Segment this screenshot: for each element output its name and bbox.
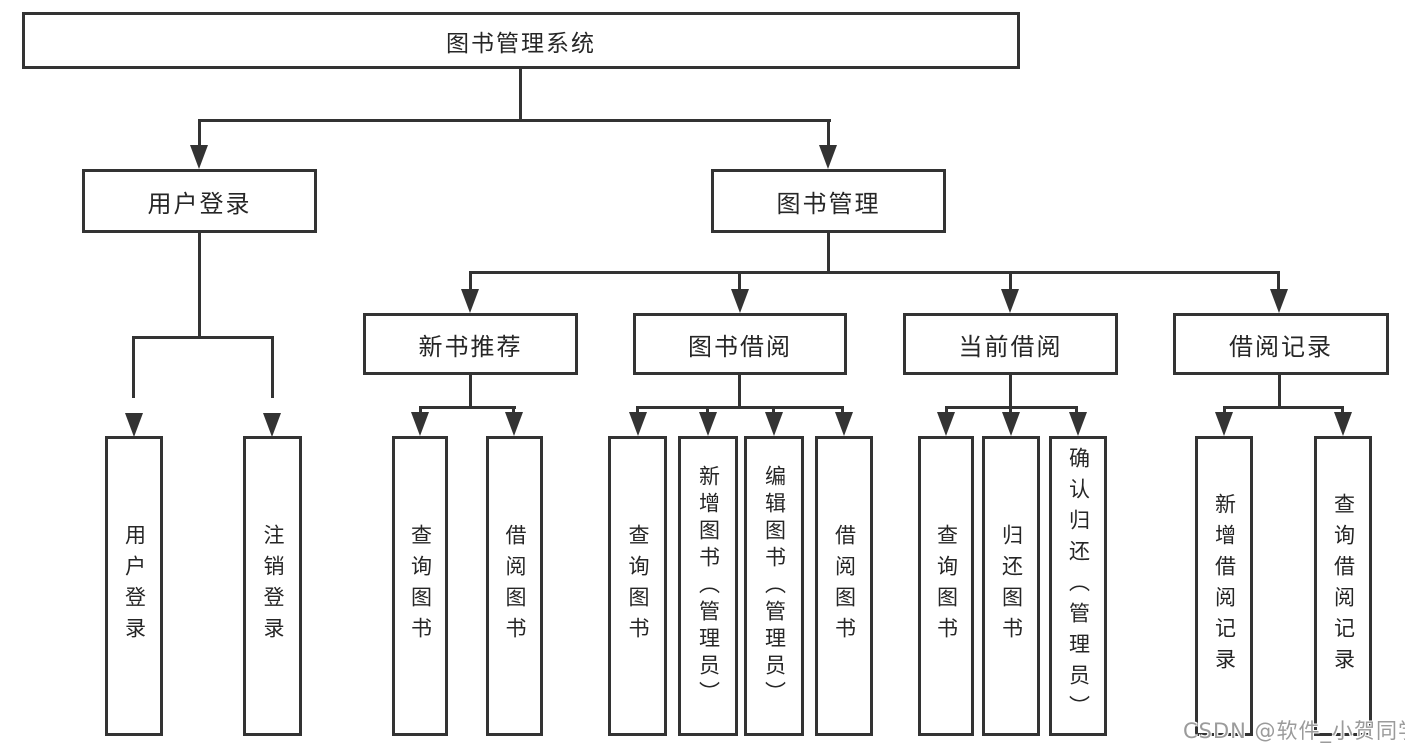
leaf-recommend-query-books: 查询图书 bbox=[392, 436, 448, 736]
arrow-down-icon bbox=[263, 413, 281, 437]
leaf-user-login: 用户登录 bbox=[105, 436, 163, 736]
connector-line bbox=[738, 271, 741, 291]
arrow-down-icon bbox=[1270, 289, 1288, 313]
arrow-down-icon bbox=[505, 412, 523, 436]
node-book-borrowing: 图书借阅 bbox=[633, 313, 847, 375]
csdn-watermark: CSDN @软件_小贺同学 bbox=[1183, 719, 1405, 743]
arrow-down-icon bbox=[190, 145, 208, 169]
arrow-down-icon bbox=[1215, 412, 1233, 436]
connector-line bbox=[519, 69, 522, 119]
arrow-down-icon bbox=[125, 413, 143, 437]
leaf-logout: 注销登录 bbox=[243, 436, 302, 736]
arrow-down-icon bbox=[1002, 412, 1020, 436]
leaf-current-query-books: 查询图书 bbox=[918, 436, 974, 736]
arrow-down-icon bbox=[937, 412, 955, 436]
arrow-down-icon bbox=[731, 289, 749, 313]
arrow-down-icon bbox=[1334, 412, 1352, 436]
arrow-down-icon bbox=[461, 289, 479, 313]
arrow-down-icon bbox=[835, 412, 853, 436]
connector-line bbox=[198, 119, 831, 122]
arrow-down-icon bbox=[1001, 289, 1019, 313]
leaf-add-borrow-record: 新增借阅记录 bbox=[1195, 436, 1253, 736]
node-current-borrowing: 当前借阅 bbox=[903, 313, 1118, 375]
connector-line bbox=[469, 271, 472, 291]
connector-line bbox=[469, 271, 1280, 274]
leaf-borrowing-query-books: 查询图书 bbox=[608, 436, 667, 736]
leaf-borrowing-borrow-books: 借阅图书 bbox=[815, 436, 873, 736]
leaf-return-books: 归还图书 bbox=[982, 436, 1040, 736]
arrow-down-icon bbox=[765, 412, 783, 436]
connector-line bbox=[738, 375, 741, 406]
connector-line bbox=[133, 336, 274, 339]
leaf-add-books-admin: 新增图书（管理员） bbox=[678, 436, 738, 736]
connector-line bbox=[827, 119, 830, 149]
leaf-query-borrow-record: 查询借阅记录 bbox=[1314, 436, 1372, 736]
connector-line bbox=[469, 375, 472, 406]
arrow-down-icon bbox=[411, 412, 429, 436]
connector-line bbox=[271, 336, 274, 398]
connector-line bbox=[827, 233, 830, 271]
connector-line bbox=[1223, 406, 1344, 409]
connector-line bbox=[1009, 375, 1012, 406]
arrow-down-icon bbox=[699, 412, 717, 436]
connector-line bbox=[636, 406, 844, 409]
connector-line bbox=[198, 119, 201, 149]
node-library-system: 图书管理系统 bbox=[22, 12, 1020, 69]
connector-line bbox=[1278, 375, 1281, 406]
connector-line bbox=[132, 336, 135, 398]
arrow-down-icon bbox=[819, 145, 837, 169]
leaf-recommend-borrow-books: 借阅图书 bbox=[486, 436, 543, 736]
connector-line bbox=[198, 233, 201, 336]
leaf-confirm-return-admin: 确认归还（管理员） bbox=[1049, 436, 1107, 736]
arrow-down-icon bbox=[1069, 412, 1087, 436]
node-book-management: 图书管理 bbox=[711, 169, 946, 233]
node-borrowing-records: 借阅记录 bbox=[1173, 313, 1389, 375]
connector-line bbox=[419, 406, 516, 409]
node-new-book-recommend: 新书推荐 bbox=[363, 313, 578, 375]
connector-line bbox=[1277, 271, 1280, 291]
arrow-down-icon bbox=[629, 412, 647, 436]
connector-line bbox=[1009, 271, 1012, 291]
node-user-login: 用户登录 bbox=[82, 169, 317, 233]
leaf-edit-books-admin: 编辑图书（管理员） bbox=[744, 436, 804, 736]
